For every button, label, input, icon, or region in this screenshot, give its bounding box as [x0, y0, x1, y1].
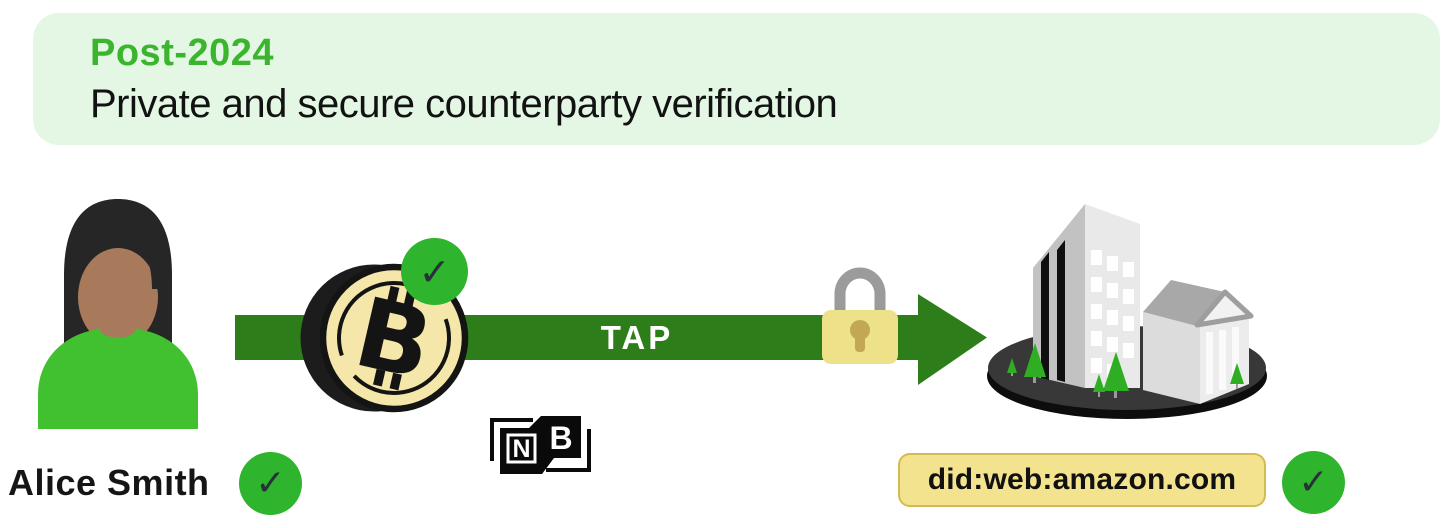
header-card: Post-2024 Private and secure counterpart…: [33, 13, 1440, 145]
sender-name: Alice Smith: [8, 462, 210, 503]
page-title: Private and secure counterparty verifica…: [90, 81, 838, 126]
brand-letter-b: B: [549, 420, 572, 456]
sender-verified-check-icon: ✓: [239, 452, 302, 515]
nb-logo-icon: N B: [490, 416, 591, 474]
tree-icon: [1007, 343, 1244, 398]
keyhole-icon: [850, 320, 870, 340]
era-label: Post-2024: [90, 32, 275, 74]
check-glyph: ✓: [255, 463, 286, 504]
check-glyph: ✓: [1298, 462, 1329, 503]
company-building-icon: [987, 204, 1267, 419]
arrow-head-icon: [918, 294, 987, 385]
brand-letter-n: N: [512, 435, 530, 463]
padlock-icon: [822, 267, 898, 364]
recipient-did-chip: did:web:amazon.com: [898, 453, 1266, 507]
asset-verified-check-icon: ✓: [401, 238, 468, 305]
protocol-label: TAP: [601, 319, 674, 356]
recipient-verified-check-icon: ✓: [1282, 451, 1345, 514]
recipient-did: did:web:amazon.com: [927, 463, 1237, 496]
person-avatar-icon: [38, 199, 198, 429]
check-glyph: ✓: [418, 249, 451, 294]
